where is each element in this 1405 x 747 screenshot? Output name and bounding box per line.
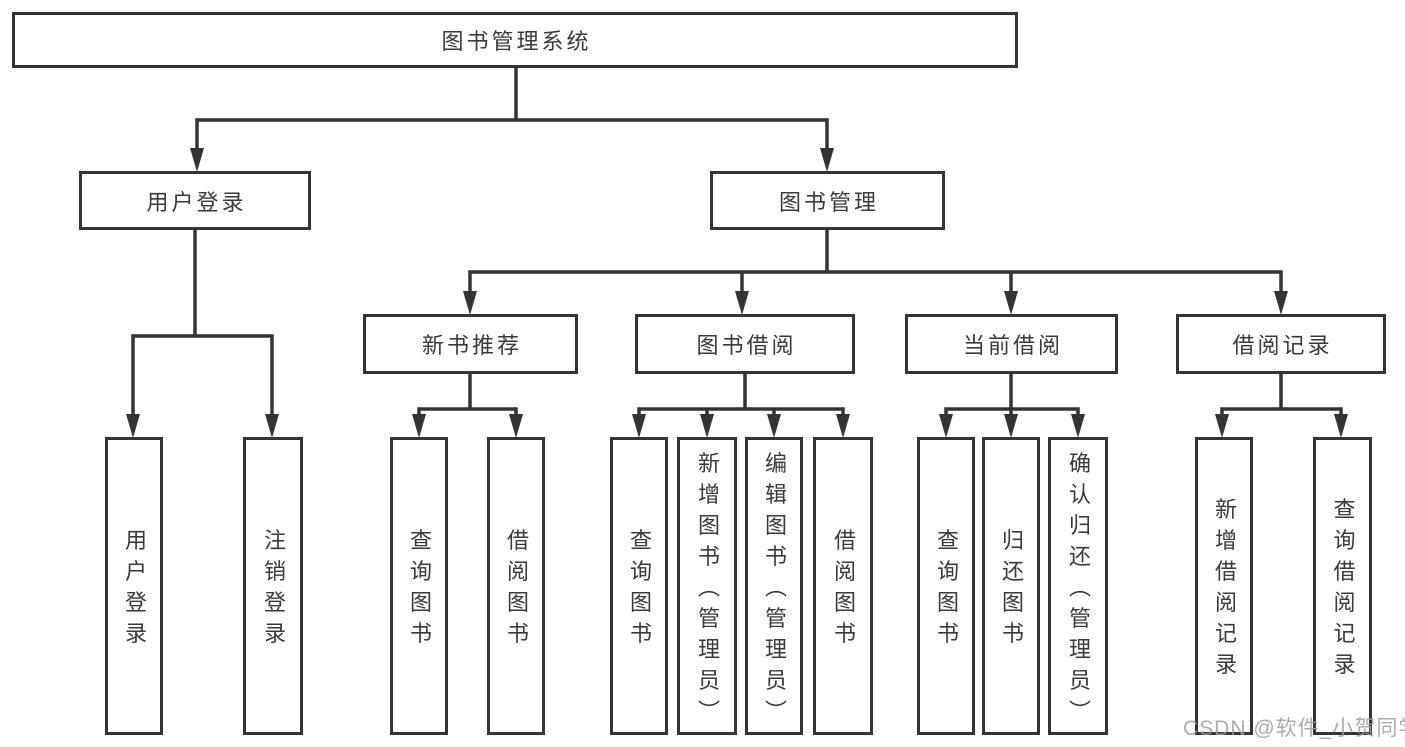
node-user-login: 用户登录: [79, 171, 311, 230]
node-label: 确认归还（管理员）: [1066, 451, 1091, 730]
node-label: 图书管理: [778, 189, 879, 215]
node-label: 图书借阅: [696, 333, 797, 358]
node-logout-leaf: 注销登录: [243, 437, 303, 735]
node-edit-book-admin: 编辑图书（管理员）: [745, 437, 803, 735]
node-borrow-records: 借阅记录: [1176, 314, 1386, 374]
node-label: 归还图书: [999, 528, 1024, 653]
node-label: 新书推荐: [421, 333, 522, 358]
node-label: 图书管理系统: [441, 29, 592, 54]
node-label: 用户登录: [146, 189, 247, 215]
node-system-root: 图书管理系统: [12, 12, 1018, 68]
node-query-books-recommend: 查询图书: [390, 437, 448, 735]
node-label: 查询图书: [407, 528, 432, 653]
node-label: 查询图书: [627, 528, 652, 653]
node-label: 用户登录: [122, 528, 147, 653]
node-return-book: 归还图书: [982, 437, 1040, 735]
node-label: 编辑图书（管理员）: [762, 451, 787, 730]
node-borrow-books-recommend: 借阅图书: [487, 437, 545, 735]
node-label: 当前借阅: [962, 333, 1063, 358]
node-label: 新增借阅记录: [1212, 497, 1237, 684]
arrowhead-icons: [126, 148, 1348, 438]
node-label: 查询借阅记录: [1330, 497, 1356, 684]
node-user-login-leaf: 用户登录: [105, 437, 163, 735]
node-label: 借阅图书: [831, 528, 856, 653]
node-add-book-admin: 新增图书（管理员）: [677, 437, 737, 735]
node-query-books-borrow: 查询图书: [610, 437, 668, 735]
node-label: 新增图书（管理员）: [695, 451, 720, 730]
node-current-borrow: 当前借阅: [905, 314, 1118, 374]
node-label: 借阅记录: [1232, 333, 1333, 358]
node-book-borrow: 图书借阅: [635, 314, 855, 374]
node-label: 注销登录: [261, 528, 286, 653]
node-query-borrow-record: 查询借阅记录: [1313, 437, 1372, 735]
node-query-books-current: 查询图书: [917, 437, 975, 735]
node-confirm-return-admin: 确认归还（管理员）: [1048, 437, 1108, 735]
node-label: 查询图书: [934, 528, 959, 653]
node-borrow-books-leaf: 借阅图书: [813, 437, 873, 735]
node-label: 借阅图书: [504, 528, 529, 653]
watermark: CSDN @软件_小贺同学: [1183, 717, 1405, 740]
node-add-borrow-record: 新增借阅记录: [1195, 437, 1253, 735]
node-book-management: 图书管理: [710, 171, 945, 230]
node-new-book-recommend: 新书推荐: [363, 314, 578, 374]
